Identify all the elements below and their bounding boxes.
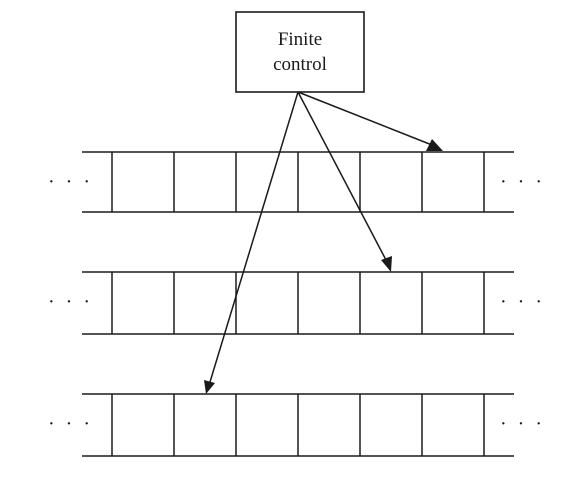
tape-1-head-arrow-shaft xyxy=(297,91,433,146)
tape-2: · · · · · · xyxy=(48,271,545,335)
tape-3-right-ellipsis: · · · xyxy=(500,413,545,435)
tape-2-head-arrow-shaft xyxy=(297,91,387,261)
tape-2-left-ellipsis: · · · xyxy=(48,291,93,313)
tape-3-head-arrow-shaft xyxy=(209,91,299,383)
tape-head-arrows xyxy=(204,91,443,394)
finite-control-label-line2: control xyxy=(273,54,327,75)
tape-1-head-arrowhead xyxy=(426,139,443,151)
tape-2-head-arrowhead xyxy=(381,256,392,272)
finite-control-box xyxy=(235,11,365,93)
tape-2-right-ellipsis: · · · xyxy=(500,291,545,313)
finite-control: Finite control xyxy=(235,11,365,93)
tape-3-head-arrowhead xyxy=(204,380,215,394)
tape-1-right-ellipsis: · · · xyxy=(500,171,545,193)
tape-3-left-ellipsis: · · · xyxy=(48,413,93,435)
tape-1-left-ellipsis: · · · xyxy=(48,171,93,193)
tape-3: · · · · · · xyxy=(48,393,545,457)
finite-control-label-line1: Finite xyxy=(278,29,322,50)
tape-1: · · · · · · xyxy=(48,151,545,213)
